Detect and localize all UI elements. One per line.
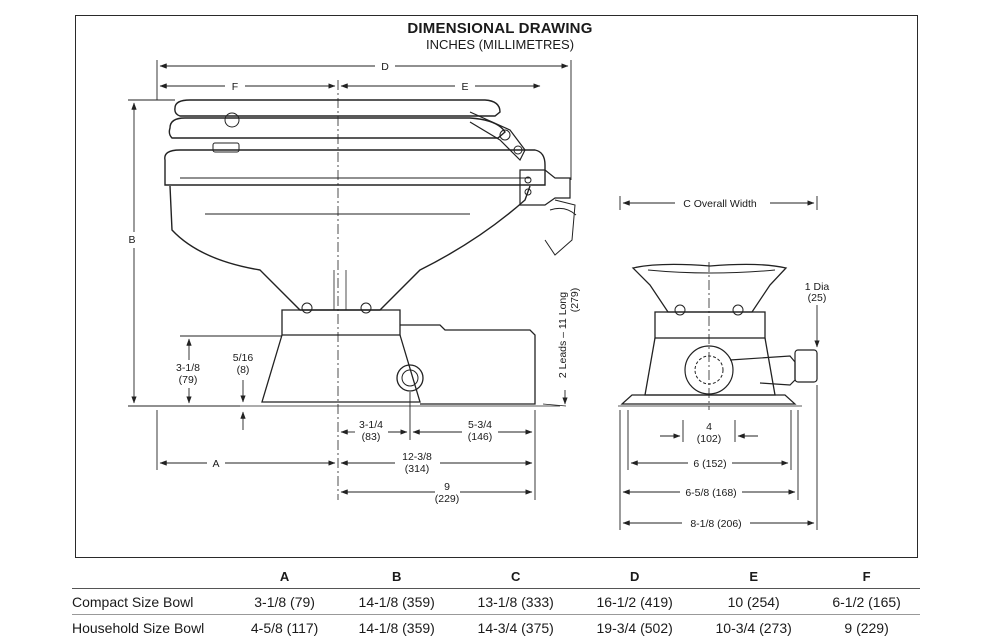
- label-5-16-mm: (8): [237, 364, 250, 376]
- table-cell: 3-1/8 (79): [232, 588, 338, 615]
- dimensional-drawing: D F E B A 3-1/8 (79) 5/16 (8) 3-1/4 (83)…: [128, 60, 830, 530]
- table-row: Household Size Bowl 4-5/8 (117) 14-1/8 (…: [72, 615, 920, 640]
- label-leads-mm: (279): [569, 288, 581, 313]
- table-header-E: E: [694, 566, 814, 589]
- row-label: Household Size Bowl: [72, 620, 205, 636]
- label-3-1-4: 3-1/4: [359, 419, 383, 431]
- side-view-dimensions: [128, 60, 572, 500]
- label-D: D: [381, 61, 389, 73]
- table-cell: 10 (254): [694, 588, 814, 615]
- side-view-toilet: [164, 80, 577, 500]
- label-8-1-8: 8-1/8 (206): [690, 518, 741, 530]
- label-4-mm: (102): [697, 433, 722, 445]
- label-F: F: [232, 81, 238, 93]
- table-header-A: A: [232, 566, 338, 589]
- label-6-5-8: 6-5/8 (168): [685, 487, 736, 499]
- table-cell: 19-3/4 (502): [596, 620, 673, 636]
- label-E: E: [461, 81, 468, 93]
- label-9-mm: (229): [435, 493, 460, 505]
- table-cell: 13-1/8 (333): [456, 588, 576, 615]
- table-header-F: F: [813, 566, 920, 589]
- drawing-title: DIMENSIONAL DRAWING: [407, 20, 593, 37]
- drawing-subtitle: INCHES (MILLIMETRES): [425, 37, 575, 52]
- label-5-3-4-mm: (146): [468, 431, 493, 443]
- drawing-frame: [75, 15, 918, 558]
- label-5-3-4: 5-3/4: [468, 419, 492, 431]
- table-header-row: A B C D E F: [72, 566, 920, 589]
- row-label: Compact Size Bowl: [72, 588, 232, 615]
- table-cell: 4-5/8 (117): [250, 620, 319, 636]
- table-cell: 10-3/4 (273): [715, 620, 792, 636]
- label-5-16: 5/16: [233, 352, 254, 364]
- label-3-1-8-mm: (79): [179, 374, 198, 386]
- table-cell: 6-1/2 (165): [813, 588, 920, 615]
- table-cell: 14-1/8 (359): [358, 620, 435, 636]
- label-9: 9: [444, 481, 450, 493]
- label-A: A: [212, 458, 219, 470]
- label-1-dia: 1 Dia: [805, 281, 830, 293]
- table-cell: 16-1/2 (419): [575, 588, 695, 615]
- label-3-1-8: 3-1/8: [176, 362, 200, 374]
- label-6: 6 (152): [693, 458, 726, 470]
- label-12-3-8-mm: (314): [405, 463, 430, 475]
- bowl-size-table: A B C D E F Compact Size Bowl 3-1/8 (79)…: [72, 566, 920, 640]
- label-3-1-4-mm: (83): [362, 431, 381, 443]
- front-view-toilet: [618, 262, 818, 410]
- table-cell: 9 (229): [844, 620, 889, 636]
- table-header-B: B: [337, 566, 457, 589]
- table-header-D: D: [575, 566, 695, 589]
- table-header-blank: [72, 566, 232, 589]
- table-row: Compact Size Bowl 3-1/8 (79) 14-1/8 (359…: [72, 588, 920, 615]
- label-leads: 2 Leads – 11 Long: [557, 292, 569, 378]
- label-12-3-8: 12-3/8: [402, 451, 432, 463]
- label-1-dia-mm: (25): [808, 292, 827, 304]
- table-cell: 14-3/4 (375): [477, 620, 554, 636]
- label-B: B: [128, 234, 135, 246]
- label-4: 4: [706, 421, 712, 433]
- table-header-C: C: [456, 566, 576, 589]
- table-cell: 14-1/8 (359): [337, 588, 457, 615]
- front-view-dimensions: [619, 196, 820, 530]
- label-overall-width: C Overall Width: [683, 198, 757, 210]
